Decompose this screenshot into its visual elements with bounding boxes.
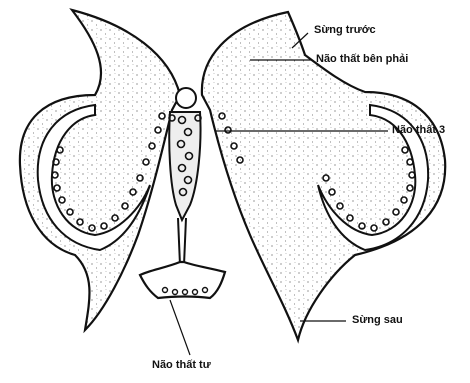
- interventricular-foramen: [176, 88, 196, 108]
- label-anterior-horn: Sừng trước: [314, 24, 376, 36]
- label-third-ventricle: Não thất 3: [392, 124, 445, 136]
- cerebral-aqueduct: [178, 218, 186, 265]
- label-fourth-ventricle: Não thất tư: [152, 359, 211, 371]
- label-right-lateral-ventricle: Não thất bên phải: [316, 53, 408, 65]
- label-posterior-horn: Sừng sau: [352, 314, 403, 326]
